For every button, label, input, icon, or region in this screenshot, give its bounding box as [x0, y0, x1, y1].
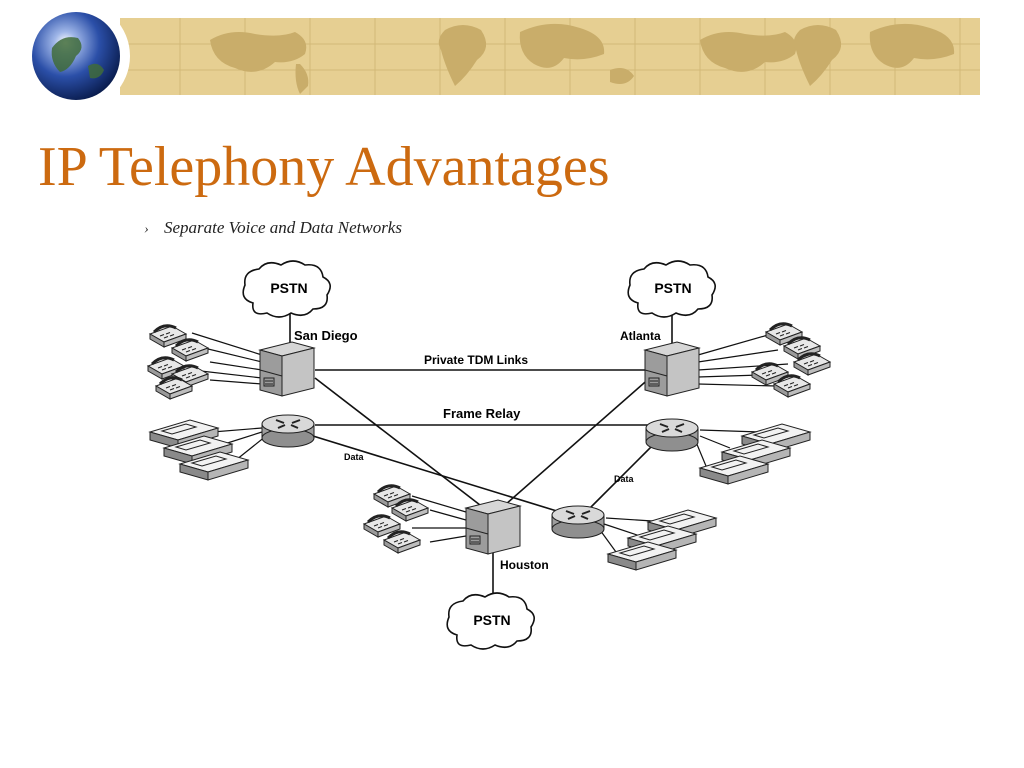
data-label-left: Data: [344, 452, 365, 462]
header-banner: [22, 2, 980, 110]
telephone-icon: [772, 374, 812, 399]
pstn-cloud-icon: [242, 260, 331, 318]
pbx-server-icon: [465, 499, 521, 555]
frame-relay-label: Frame Relay: [443, 406, 521, 421]
pstn-label: PSTN: [270, 280, 307, 296]
telephone-icon: [170, 338, 210, 363]
pstn-cloud-san-diego: PSTN: [242, 260, 331, 318]
tdm-link-atl-hou: [504, 375, 653, 506]
site-label-houston: Houston: [500, 558, 549, 572]
router-icon: [551, 505, 605, 539]
world-continents: [210, 23, 955, 94]
data-label-right: Data: [614, 474, 635, 484]
pstn-label: PSTN: [654, 280, 691, 296]
telephone-icon: [382, 530, 422, 555]
slide-title: IP Telephony Advantages: [38, 136, 610, 198]
pstn-cloud-atlanta: PSTN: [627, 260, 716, 318]
router-icon: [261, 414, 315, 448]
tdm-link-label: Private TDM Links: [424, 353, 528, 367]
globe-land: [51, 37, 104, 79]
subtitle-text: Separate Voice and Data Networks: [164, 218, 402, 237]
data-link-left: [299, 431, 561, 513]
data-link-right: [589, 437, 661, 509]
pstn-cloud-icon: [446, 592, 535, 650]
site-label-san-diego: San Diego: [294, 328, 358, 343]
pstn-cloud-houston: PSTN: [446, 592, 535, 650]
atlanta-workstations: [699, 423, 811, 485]
pstn-label: PSTN: [473, 612, 510, 628]
local-lines: [191, 332, 789, 553]
houston-phones: [362, 484, 430, 555]
tdm-link-sd-hou: [314, 377, 481, 506]
pbx-server-icon: [644, 341, 700, 397]
site-label-atlanta: Atlanta: [620, 329, 661, 343]
router-icon: [645, 418, 699, 452]
telephone-icon: [792, 352, 832, 377]
san-diego-phones: [146, 324, 210, 401]
pbx-server-icon: [259, 341, 315, 397]
telephone-icon: [390, 498, 430, 523]
san-diego-workstations: [149, 419, 249, 481]
pstn-cloud-icon: [627, 260, 716, 318]
subtitle-bullet: ›: [144, 222, 149, 237]
